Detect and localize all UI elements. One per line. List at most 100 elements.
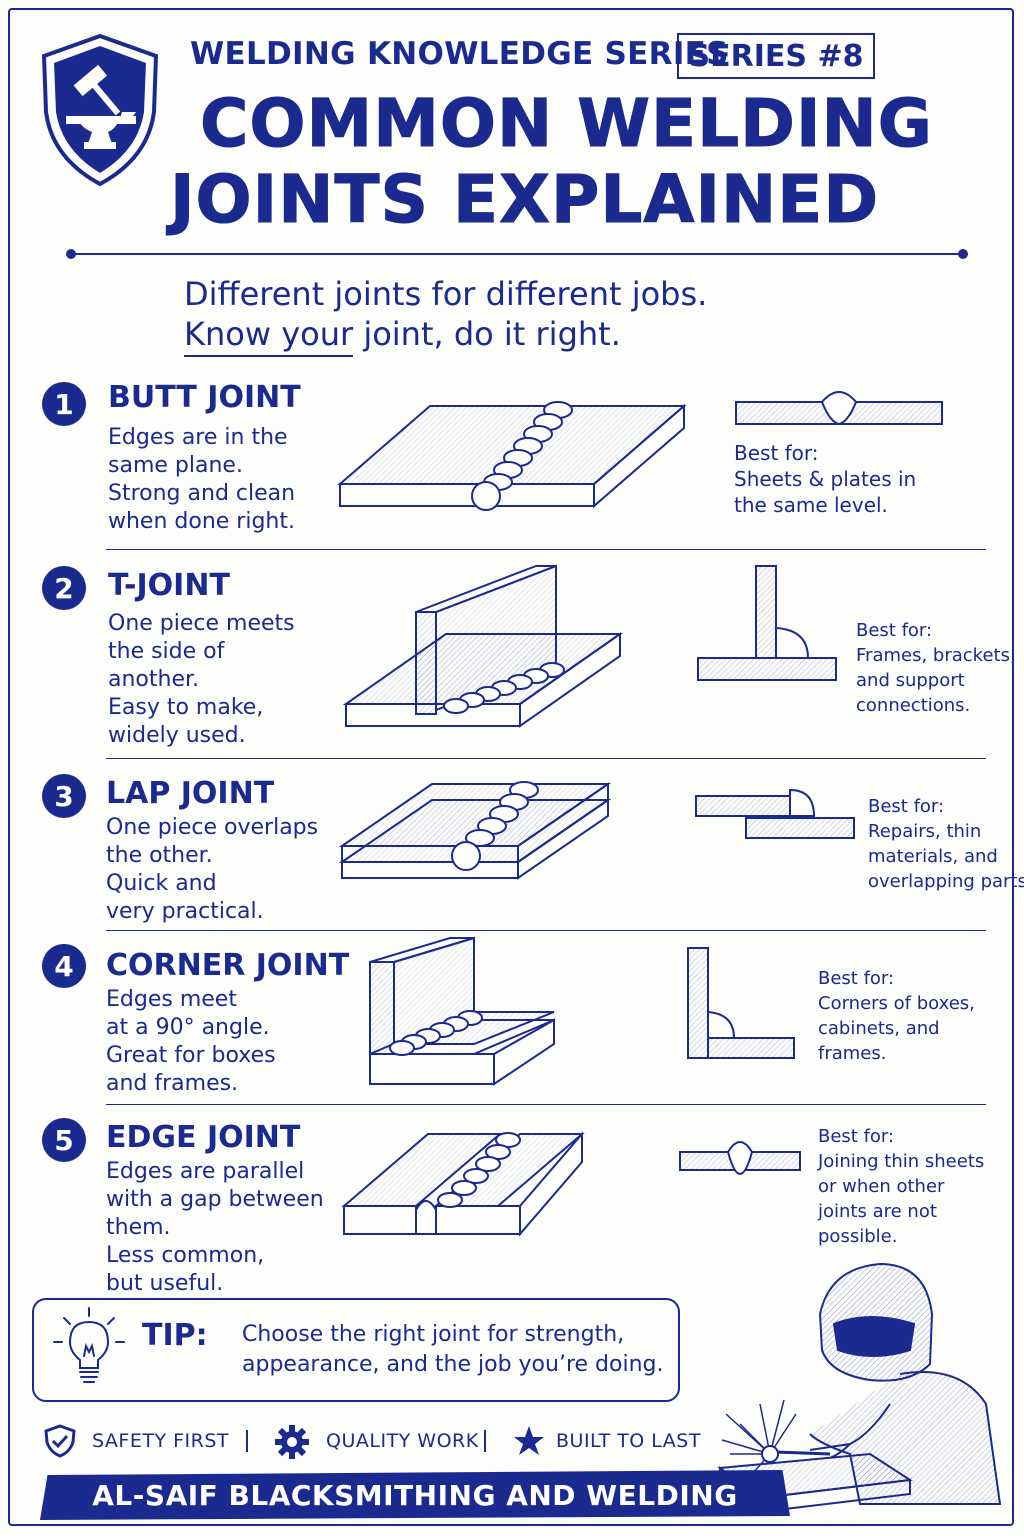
joint-description-t: One piece meets the side of another. Eas… <box>108 610 295 750</box>
desc-line: another. <box>108 667 200 692</box>
desc-line: widely used. <box>108 723 246 748</box>
tagline-line-1: Different joints for different jobs. <box>184 275 708 313</box>
desc-line: at a 90° angle. <box>106 1015 270 1040</box>
desc-line: One piece meets <box>108 611 295 636</box>
desc-line: Great for boxes <box>106 1043 276 1068</box>
best-for-label: Best for: <box>734 441 819 465</box>
t-joint-illustration <box>342 564 624 728</box>
t-joint-cross-section <box>697 565 837 681</box>
shield-anvil-hammer-icon <box>41 33 159 187</box>
tip-box <box>32 1298 680 1402</box>
joint-number-4: 4 <box>42 944 86 988</box>
desc-line: Edges are in the <box>108 425 288 450</box>
best-for-t: Best for: Frames, brackets, and support … <box>856 618 1016 718</box>
tagline-rest: joint, do it right. <box>353 315 621 353</box>
best-for-line: Repairs, thin <box>868 821 982 842</box>
page-border <box>8 8 1014 1526</box>
best-for-line: possible. <box>818 1226 898 1247</box>
shield-check-icon <box>44 1424 76 1458</box>
section-divider <box>106 549 986 550</box>
desc-line: Strong and clean <box>108 481 296 506</box>
best-for-lap: Best for: Repairs, thin materials, and o… <box>868 794 1024 894</box>
tip-line: appearance, and the job you’re doing. <box>242 1352 664 1377</box>
joint-number-1: 1 <box>42 382 86 426</box>
section-divider <box>106 930 986 931</box>
desc-line: the side of <box>108 639 225 664</box>
desc-line: and frames. <box>106 1071 239 1096</box>
best-for-label: Best for: <box>818 1126 895 1147</box>
desc-line: but useful. <box>106 1271 224 1296</box>
title-line-2: JOINTS EXPLAINED <box>170 161 880 238</box>
best-for-label: Best for: <box>818 968 895 989</box>
desc-line: very practical. <box>106 899 264 924</box>
tip-label: TIP: <box>142 1318 208 1353</box>
best-for-line: materials, and <box>868 846 998 867</box>
best-for-line: cabinets, and <box>818 1018 940 1039</box>
badge-safety-first: SAFETY FIRST <box>92 1430 229 1452</box>
desc-line: the other. <box>106 843 213 868</box>
joint-title-corner: CORNER JOINT <box>106 948 350 983</box>
best-for-line: the same level. <box>734 493 888 517</box>
page-title: COMMON WELDING JOINTS EXPLAINED <box>170 85 990 238</box>
best-for-line: connections. <box>856 695 971 716</box>
desc-line: One piece overlaps <box>106 815 319 840</box>
desc-line: Edges are parallel <box>106 1159 305 1184</box>
joint-description-edge: Edges are parallel with a gap between th… <box>106 1158 324 1298</box>
section-divider <box>106 1104 986 1105</box>
footer-banner: AL-SAIF BLACKSMITHING AND WELDING <box>40 1470 790 1520</box>
badge-built-to-last: BUILT TO LAST <box>556 1430 701 1452</box>
desc-line: them. <box>106 1215 171 1240</box>
star-icon <box>514 1426 544 1455</box>
rule-dot-right <box>958 249 968 259</box>
edge-joint-illustration <box>341 1131 585 1237</box>
best-for-line: Sheets & plates in <box>734 467 917 491</box>
best-for-edge: Best for: Joining thin sheets or when ot… <box>818 1124 984 1249</box>
butt-joint-cross-section <box>735 391 943 426</box>
section-divider <box>106 758 986 759</box>
tip-text: Choose the right joint for strength, app… <box>242 1320 663 1380</box>
joint-description-corner: Edges meet at a 90° angle. Great for box… <box>106 986 276 1098</box>
best-for-line: or when other <box>818 1176 945 1197</box>
header-rule <box>70 253 966 255</box>
desc-line: Quick and <box>106 871 217 896</box>
desc-line: Less common, <box>106 1243 265 1268</box>
best-for-label: Best for: <box>868 796 945 817</box>
tagline-underlined: Know your <box>184 315 354 357</box>
desc-line: same plane. <box>108 453 243 478</box>
desc-line: Edges meet <box>106 987 237 1012</box>
joint-number-5: 5 <box>42 1118 86 1162</box>
corner-joint-cross-section <box>687 947 795 1059</box>
gear-icon <box>275 1425 309 1459</box>
lap-joint-illustration <box>338 781 612 880</box>
badge-quality-work: QUALITY WORK <box>326 1430 479 1452</box>
joint-number-2: 2 <box>42 566 86 610</box>
title-line-1: COMMON WELDING <box>200 85 933 162</box>
best-for-corner: Best for: Corners of boxes, cabinets, an… <box>818 966 975 1066</box>
joint-title-t: T-JOINT <box>108 568 230 603</box>
series-badge: SERIES #8 <box>677 33 875 79</box>
best-for-butt: Best for: Sheets & plates in the same le… <box>734 440 916 518</box>
best-for-label: Best for: <box>856 620 933 641</box>
best-for-line: and support <box>856 670 965 691</box>
corner-joint-illustration <box>369 936 555 1086</box>
lap-joint-cross-section <box>695 788 855 839</box>
desc-line: when done right. <box>108 509 295 534</box>
lightbulb-icon <box>53 1307 125 1383</box>
best-for-line: overlapping parts. <box>868 871 1024 892</box>
badge-divider <box>484 1430 486 1452</box>
joint-description-lap: One piece overlaps the other. Quick and … <box>106 814 318 926</box>
joint-title-edge: EDGE JOINT <box>106 1120 301 1155</box>
desc-line: Easy to make, <box>108 695 264 720</box>
edge-joint-cross-section <box>679 1141 801 1176</box>
joint-title-lap: LAP JOINT <box>106 776 275 811</box>
welder-illustration <box>717 1262 1002 1514</box>
desc-line: with a gap between <box>106 1187 324 1212</box>
best-for-line: Joining thin sheets <box>818 1151 985 1172</box>
best-for-line: frames. <box>818 1043 887 1064</box>
tagline-line-2: Know your joint, do it right. <box>184 314 707 357</box>
tip-line: Choose the right joint for strength, <box>242 1322 625 1347</box>
butt-joint-illustration <box>337 401 687 511</box>
best-for-line: Corners of boxes, <box>818 993 975 1014</box>
best-for-line: joints are not <box>818 1201 937 1222</box>
